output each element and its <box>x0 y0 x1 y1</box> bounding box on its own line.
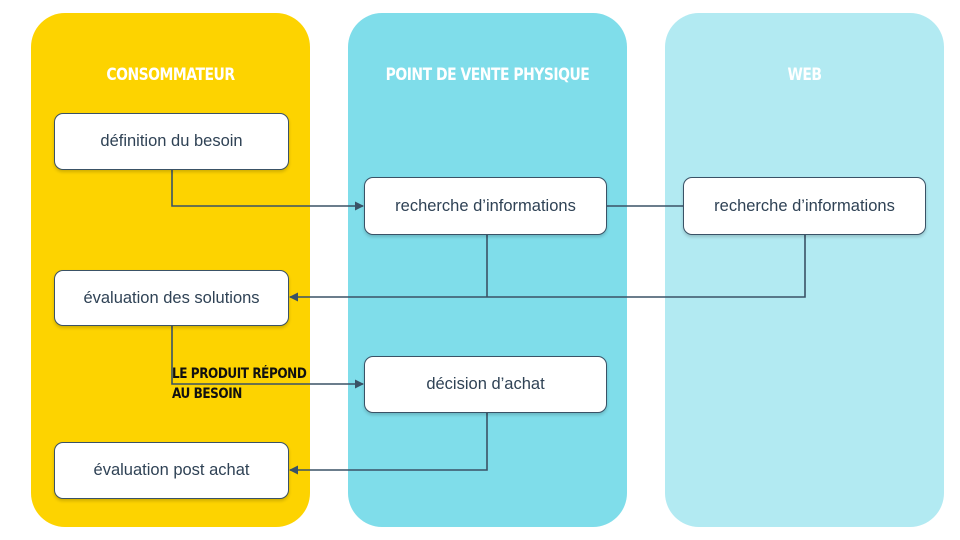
edge-definition-to-recherche <box>171 170 364 211</box>
edge-recherche-web-to-evaluation <box>289 235 806 302</box>
edge-evaluation-to-decision <box>171 326 364 389</box>
node-post-achat-label: évaluation post achat <box>93 461 250 479</box>
edge-label-produit-repond: LE PRODUIT RÉPOND AU BESOIN <box>172 366 307 402</box>
node-recherche-web-label: recherche d’informations <box>714 196 895 215</box>
node-recherche-informations-web: recherche d’informations <box>683 177 926 235</box>
node-definition-du-besoin: définition du besoin <box>54 113 289 170</box>
node-definition-label: définition du besoin <box>100 132 243 150</box>
lane-title-point-de-vente: POINT DE VENTE PHYSIQUE <box>385 65 590 85</box>
lane-title-web: WEB <box>787 65 822 85</box>
lane-title-consommateur: CONSOMMATEUR <box>106 65 235 85</box>
node-decision-label: décision d’achat <box>426 375 545 393</box>
node-decision-achat: décision d’achat <box>364 356 607 413</box>
node-evaluation-label: évaluation des solutions <box>83 288 260 307</box>
node-recherche-informations-pdv: recherche d’informations <box>364 177 607 235</box>
node-evaluation-post-achat: évaluation post achat <box>54 442 289 499</box>
edge-decision-to-post-achat <box>289 413 488 475</box>
node-evaluation-des-solutions: évaluation des solutions <box>54 270 289 326</box>
node-recherche-pdv-label: recherche d’informations <box>395 196 576 215</box>
